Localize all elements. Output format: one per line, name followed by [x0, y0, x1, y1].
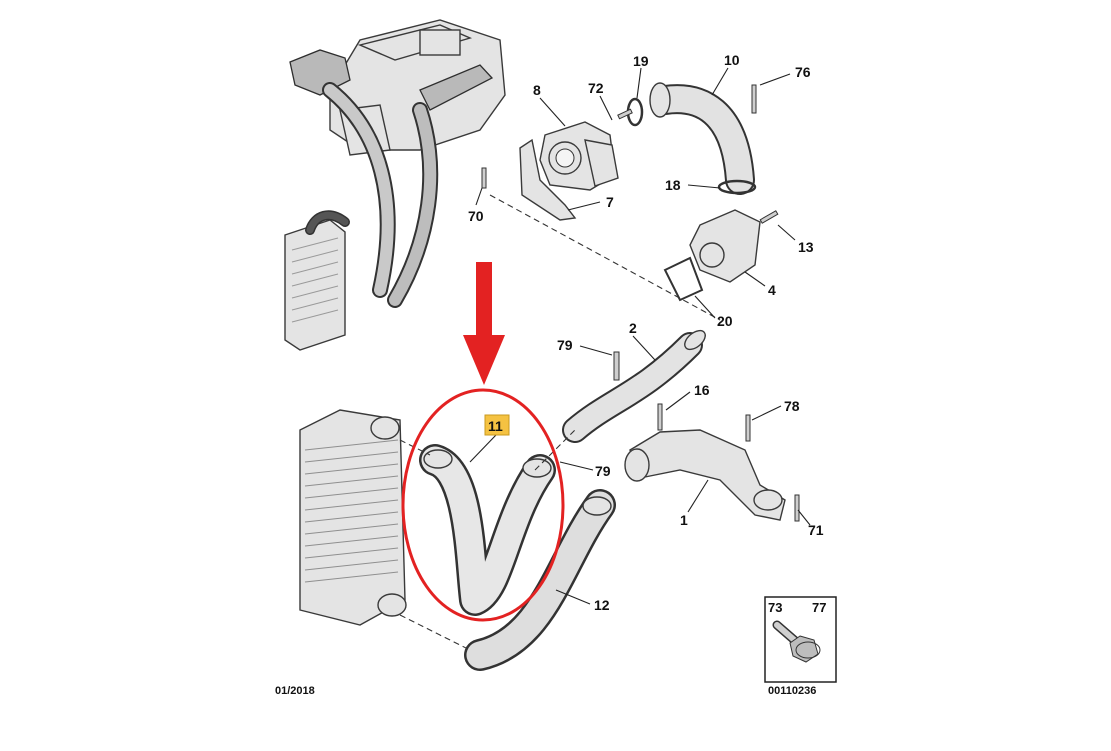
- callout-79-mid: 79: [595, 463, 611, 479]
- leader-lines: [469, 67, 811, 605]
- callout-8: 8: [533, 82, 541, 98]
- callout-71: 71: [808, 522, 824, 538]
- hose-11: [419, 444, 556, 616]
- callout-16: 16: [694, 382, 710, 398]
- fastener-inset: 73 77: [764, 596, 837, 683]
- highlight-arrow: [463, 262, 505, 385]
- callout-72: 72: [588, 80, 604, 96]
- callout-2: 2: [629, 320, 637, 336]
- inset-label-73: 73: [768, 600, 782, 615]
- highlight-ellipse: [401, 388, 565, 622]
- callout-70: 70: [468, 208, 484, 224]
- hose-12: [464, 489, 616, 671]
- callout-20: 20: [717, 313, 733, 329]
- bolt-icon: [772, 620, 821, 663]
- callout-1: 1: [680, 512, 688, 528]
- callout-4: 4: [768, 282, 776, 298]
- intercooler: [299, 409, 407, 626]
- callout-79-top: 79: [557, 337, 573, 353]
- callout-76: 76: [795, 64, 811, 80]
- callout-11: 11: [488, 418, 503, 434]
- engine-overview: [284, 19, 506, 351]
- pipes-upper: [562, 329, 786, 521]
- inset-label-77: 77: [812, 600, 826, 615]
- callout-19: 19: [633, 53, 649, 69]
- throttle-assembly: [481, 82, 779, 321]
- callout-10: 10: [724, 52, 740, 68]
- bolts-lower: [613, 351, 800, 522]
- callout-12: 12: [594, 597, 610, 613]
- callout-7: 7: [606, 194, 614, 210]
- diagram-reference: 00110236: [768, 685, 816, 697]
- label-highlight: [484, 414, 510, 436]
- callout-78: 78: [784, 398, 800, 414]
- date-code: 01/2018: [275, 685, 315, 697]
- callout-13: 13: [798, 239, 814, 255]
- callout-18: 18: [665, 177, 681, 193]
- callout-labels: 19 10 76 8 72 18 7 70 13 4 20 2 79 16 78…: [468, 52, 824, 613]
